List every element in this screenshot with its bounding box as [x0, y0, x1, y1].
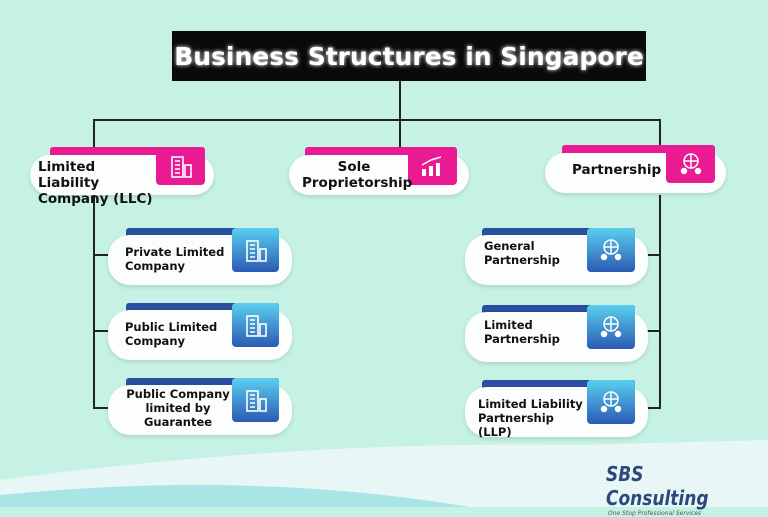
logo-text: SBS Consulting: [606, 462, 709, 510]
connector: [659, 195, 661, 409]
growth-chart-icon: [408, 147, 457, 185]
footer-wave: [0, 440, 768, 507]
connector: [659, 119, 661, 155]
logo-tagline: One Stop Professional Services: [608, 510, 702, 517]
buildings-icon: [232, 228, 279, 272]
buildings-icon: [156, 147, 205, 185]
buildings-icon: [232, 303, 279, 347]
connector: [93, 407, 109, 409]
page-title: Business Structures in Singapore: [172, 31, 646, 81]
connector: [399, 81, 401, 121]
sbs-logo: SBS Consulting One Stop Professional Ser…: [606, 462, 768, 517]
connector: [399, 119, 401, 155]
connector: [93, 254, 109, 256]
connector: [93, 119, 661, 121]
connector: [646, 254, 661, 256]
globe-people-icon: [587, 380, 635, 424]
globe-people-icon: [587, 228, 635, 272]
buildings-icon: [232, 378, 279, 422]
connector: [646, 330, 661, 332]
globe-people-icon: [666, 145, 715, 183]
connector: [93, 195, 95, 409]
connector: [93, 330, 109, 332]
connector: [93, 119, 95, 155]
globe-people-icon: [587, 305, 635, 349]
connector: [646, 407, 661, 409]
